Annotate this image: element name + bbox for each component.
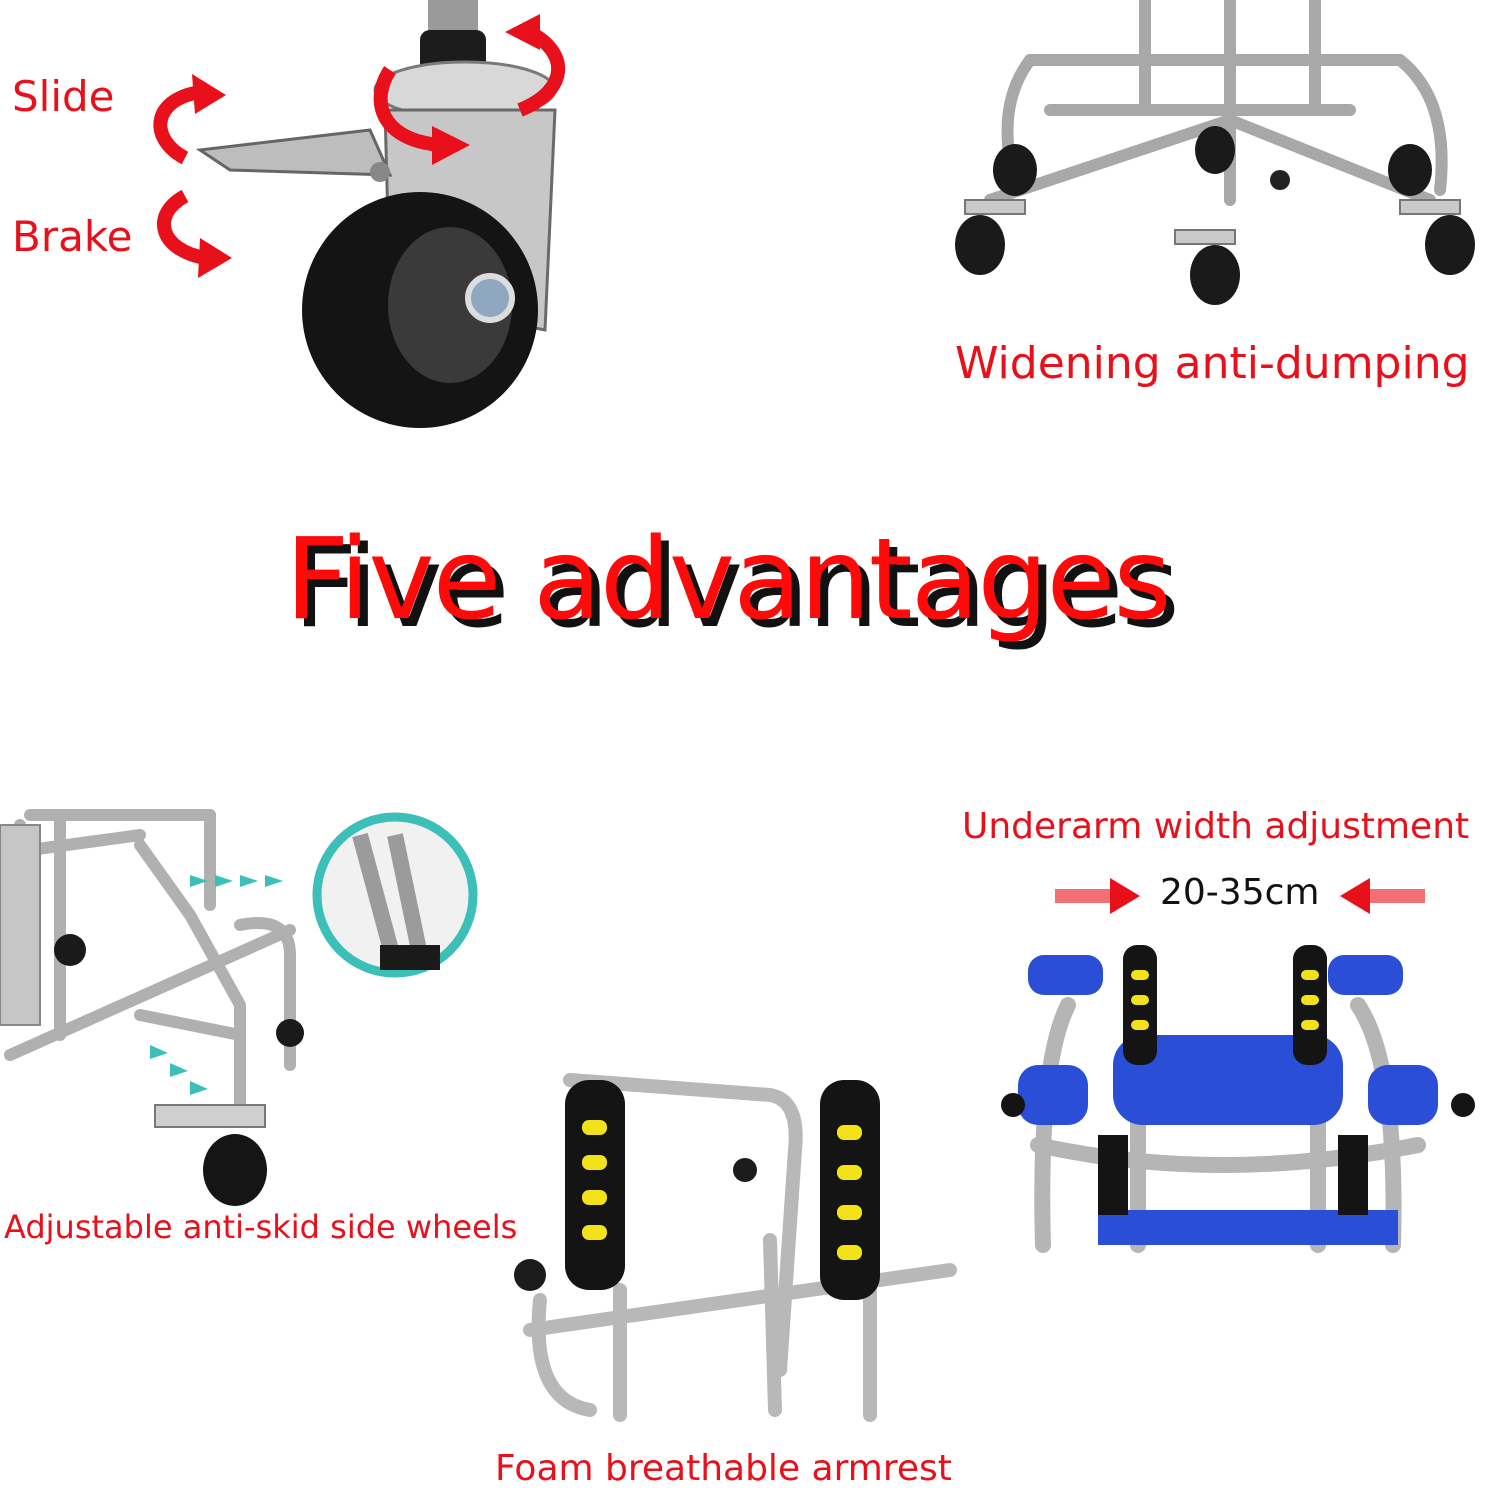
underarm-title: Underarm width adjustment (962, 806, 1470, 847)
walker-base-illustration (955, 0, 1475, 305)
slide-label: Slide (12, 72, 115, 121)
rotate-arrow-icon (373, 66, 441, 152)
brake-label: Brake (12, 212, 133, 261)
underarm-illustration (1001, 945, 1475, 1253)
left-grip (565, 1080, 625, 1290)
headline: Five advantages Five advantages (285, 515, 1215, 653)
width-arrows-icon (1055, 878, 1425, 914)
slide-arrow-icon (153, 85, 202, 165)
teal-arrows-icon (150, 875, 283, 1095)
armrest-illustration (514, 1073, 957, 1422)
side-wheels-caption: Adjustable anti-skid side wheels (4, 1208, 518, 1246)
base-caption: Widening anti-dumping (955, 338, 1470, 389)
side-wheels-illustration (0, 809, 478, 1206)
right-grip (820, 1080, 880, 1300)
armrest-caption: Foam breathable armrest (495, 1448, 952, 1489)
headline-text: Five advantages (285, 515, 1172, 645)
brake-arrow-icon (157, 189, 207, 265)
width-range: 20-35cm (1160, 872, 1320, 913)
caster-illustration (153, 0, 566, 428)
headline-shadow: Five advantages (293, 523, 1180, 653)
